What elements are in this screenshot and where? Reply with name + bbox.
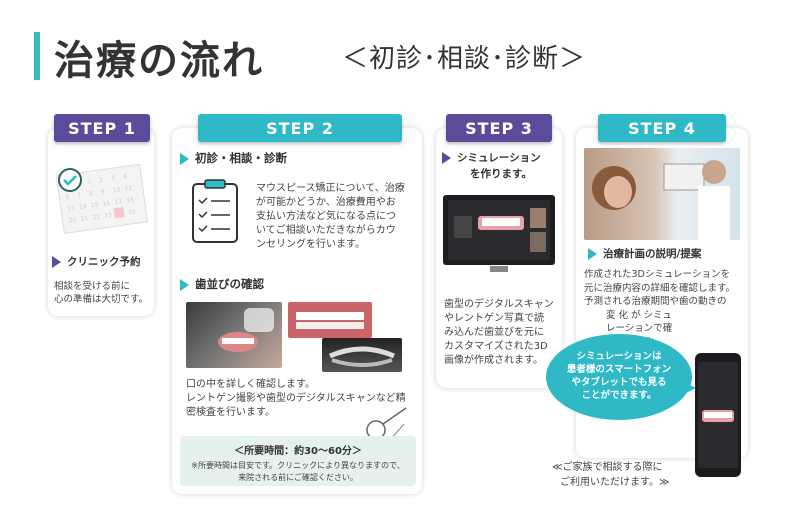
svg-text:10: 10: [112, 186, 121, 194]
triangle-bullet-icon: [52, 256, 61, 268]
svg-text:25: 25: [128, 208, 137, 216]
step3-badge: STEP 3: [446, 114, 552, 142]
triangle-bullet-icon: [442, 152, 451, 164]
step4-badge: STEP 4: [598, 114, 726, 142]
step2-heading-teeth-check: 歯並びの確認: [180, 276, 264, 292]
triangle-bullet-icon: [180, 152, 189, 165]
svg-text:17: 17: [114, 198, 123, 206]
step4-heading: 治療計画の説明/提案: [588, 246, 701, 262]
step1-text: 相談を受ける前に心の準備は大切です。: [54, 281, 149, 305]
svg-text:6: 6: [65, 193, 70, 200]
smartphone-3d-image: [694, 352, 742, 478]
step3-heading: シミュレーション を作ります。: [442, 150, 560, 182]
patient-consultation-photo: [584, 148, 740, 240]
svg-text:3: 3: [111, 175, 116, 182]
step4-footer: ≪ご家族で相談する際に ご利用いただけます。≫: [552, 462, 670, 488]
clipboard-icon: [190, 178, 240, 244]
svg-text:15: 15: [90, 201, 99, 209]
svg-text:7: 7: [77, 192, 82, 199]
svg-text:4: 4: [123, 173, 128, 180]
time-note-line2: 来院される前にご確認ください。: [238, 473, 358, 482]
step2-heading-consultation: 初診・相談・診断: [180, 150, 287, 166]
dental-exam-photo: [186, 302, 282, 368]
svg-text:13: 13: [67, 205, 76, 213]
teeth-closeup-photo: [288, 302, 372, 338]
page-subtitle: ＜初診･相談･診断＞: [342, 44, 587, 74]
triangle-bullet-icon: [180, 278, 189, 291]
svg-text:16: 16: [102, 200, 111, 208]
svg-text:2: 2: [99, 177, 104, 184]
svg-text:21: 21: [80, 215, 89, 223]
step1-heading: クリニック予約: [52, 254, 152, 270]
svg-text:9: 9: [101, 188, 106, 195]
svg-text:18: 18: [126, 196, 135, 204]
page-title: 治療の流れ: [54, 38, 264, 84]
step3-text: 歯型のデジタルスキャンやレントゲン写真で読み込んだ歯並びを元にカスタマイズされた…: [444, 299, 554, 366]
svg-text:11: 11: [124, 185, 133, 193]
step2-badge: STEP 2: [198, 114, 402, 142]
time-info-box: ＜所要時間：約30〜60分＞ ※所要時間は目安です。クリニックにより異なりますの…: [180, 436, 416, 486]
time-required: ＜所要時間：約30〜60分＞: [234, 446, 362, 457]
svg-text:20: 20: [68, 217, 77, 225]
svg-text:8: 8: [89, 190, 94, 197]
bubble-tail: [680, 380, 696, 396]
step1-badge: STEP 1: [54, 114, 150, 142]
svg-text:23: 23: [104, 212, 113, 220]
xray-photo: [322, 338, 402, 372]
svg-text:22: 22: [92, 213, 101, 221]
time-note-line1: ※所要時間は目安です。クリニックにより異なりますので、: [191, 461, 405, 470]
title-accent-bar: [34, 32, 40, 80]
monitor-3d-image: [442, 194, 556, 274]
svg-text:14: 14: [79, 203, 88, 211]
step2-teeth-check-text: 口の中を詳しく確認します。レントゲン撮影や歯型のデジタルスキャンなど精密検査を行…: [186, 379, 406, 418]
step2-consultation-text: マウスピース矯正について、治療が可能かどうか、治療費用やお支払い方法など気になる…: [256, 183, 405, 250]
triangle-bullet-icon: [588, 248, 597, 260]
smartphone-info-bubble: シミュレーションは患者様のスマートフォンやタブレットでも見ることができます。: [546, 334, 692, 420]
svg-text:1: 1: [87, 178, 92, 185]
